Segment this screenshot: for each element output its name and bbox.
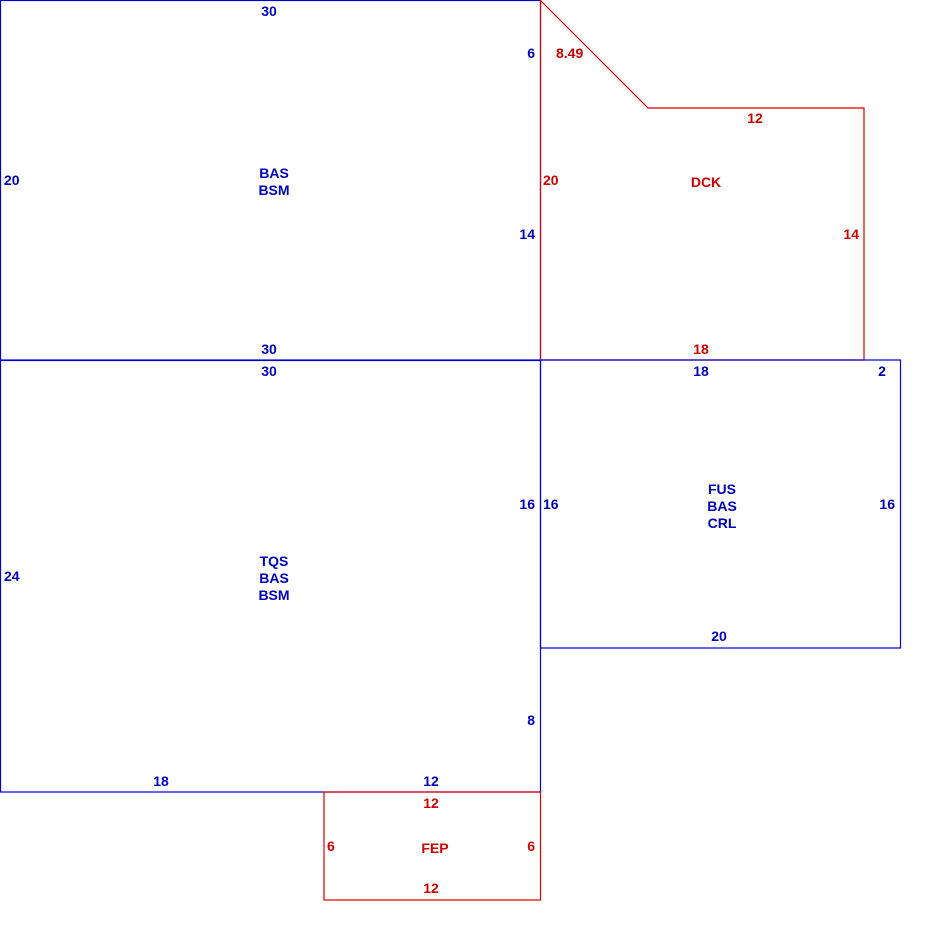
dim-fus-left: 16 [543,496,559,512]
dim-fus-top: 18 [693,363,709,379]
area-label-line: FEP [421,840,448,856]
area-label-line: CRL [708,515,737,531]
dim-tqs-bottom-right: 12 [423,773,439,789]
dim-fep-right: 6 [527,838,535,854]
dim-tqs-bottom-left: 18 [153,773,169,789]
dim-dck-top: 12 [747,110,763,126]
area-label-line: BAS [259,165,289,181]
dim-bas-right-lower: 14 [519,226,535,242]
area-label-line: TQS [260,553,289,569]
dim-bas-bottom: 30 [261,341,277,357]
dim-fus-bottom: 20 [711,628,727,644]
area-label-line: FUS [708,481,736,497]
dim-tqs-right-upper: 16 [519,496,535,512]
dim-dck-left: 20 [543,172,559,188]
fep-outline [323,791,542,901]
dim-dck-right: 14 [843,226,859,242]
area-fus-bas-crl: 18 2 16 16 20 FUS BAS CRL [543,363,895,644]
area-tqs-bas-bsm: 30 24 16 8 18 12 TQS BAS BSM [4,363,535,789]
area-label-line: DCK [691,174,721,190]
fus-bas-crl-outline [539,359,902,649]
dim-tqs-top: 30 [261,363,277,379]
dim-fus-right: 16 [879,496,895,512]
dim-fus-top-right: 2 [878,363,886,379]
dim-dck-diagonal: 8.49 [556,45,583,61]
dim-bas-left: 20 [4,172,20,188]
dim-bas-right-upper: 6 [527,45,535,61]
dck-outline [539,0,865,361]
area-label-line: BAS [707,498,737,514]
area-fep: 12 6 6 12 FEP [327,795,535,896]
area-bas-bsm: 30 20 6 14 30 BAS BSM [4,3,535,357]
dim-bas-top: 30 [261,3,277,19]
area-label-line: BAS [259,570,289,586]
area-label-line: BSM [258,182,289,198]
dim-tqs-right-lower: 8 [527,712,535,728]
dim-fep-top: 12 [423,795,439,811]
dim-fep-bottom: 12 [423,880,439,896]
dim-fep-left: 6 [327,838,335,854]
area-dck: 8.49 20 12 14 18 DCK [543,45,859,357]
dim-dck-bottom: 18 [693,341,709,357]
area-label-line: BSM [258,587,289,603]
dim-tqs-left: 24 [4,568,20,584]
